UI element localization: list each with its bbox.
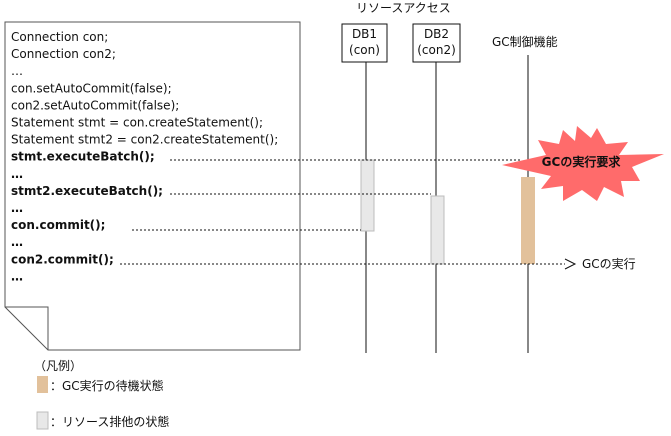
code-line: Connection con; [11, 30, 108, 44]
code-line: Connection con2; [11, 47, 116, 61]
resource-access-label: リソースアクセス [356, 1, 451, 15]
code-line: Statement stmt2 = con2.createStatement()… [11, 133, 278, 147]
code-line: stmt2.executeBatch(); [11, 184, 163, 198]
code-line: … [11, 64, 23, 78]
code-line: … [11, 269, 23, 283]
gc-request-burst [502, 126, 664, 201]
db1-name: DB1 [352, 27, 377, 41]
code-line: stmt.executeBatch(); [11, 150, 155, 164]
code-panel [4, 21, 301, 351]
db1-box [341, 23, 388, 63]
code-line: con2.setAutoCommit(false); [11, 98, 179, 112]
code-line: … [11, 167, 23, 181]
db2-sub: (con2) [417, 43, 456, 57]
legend-title: （凡例） [34, 359, 82, 373]
code-panel-fold [5, 306, 49, 350]
legend-wait-label: ：GC実行の待機状態 [50, 378, 164, 393]
db1-exclusive-bar [360, 159, 375, 232]
legend-exclusive-label: ：リソース排他の状態 [50, 414, 169, 429]
gc-execute-arrowhead [564, 258, 577, 270]
db2-name: DB2 [424, 27, 449, 41]
gc-request-label: GCの実行要求 [542, 154, 622, 169]
db2-box [412, 23, 461, 63]
gc-wait-bar [521, 177, 535, 264]
gc-control-label: GC制御機能 [492, 34, 558, 49]
legend-wait-swatch [37, 376, 48, 393]
code-listing: Connection con; Connection con2; … con.setA… [11, 30, 278, 283]
code-line: con.setAutoCommit(false); [11, 81, 172, 95]
legend-exclusive-swatch [36, 411, 49, 430]
code-line: con.commit(); [11, 218, 105, 232]
db2-exclusive-bar [430, 195, 445, 265]
code-line: Statement stmt = con.createStatement(); [11, 116, 263, 130]
db1-sub: (con) [349, 43, 380, 57]
code-line: … [11, 235, 23, 249]
gc-execute-label: GCの実行 [582, 256, 636, 271]
code-line: con2.commit(); [11, 252, 114, 266]
code-line: … [11, 201, 23, 215]
